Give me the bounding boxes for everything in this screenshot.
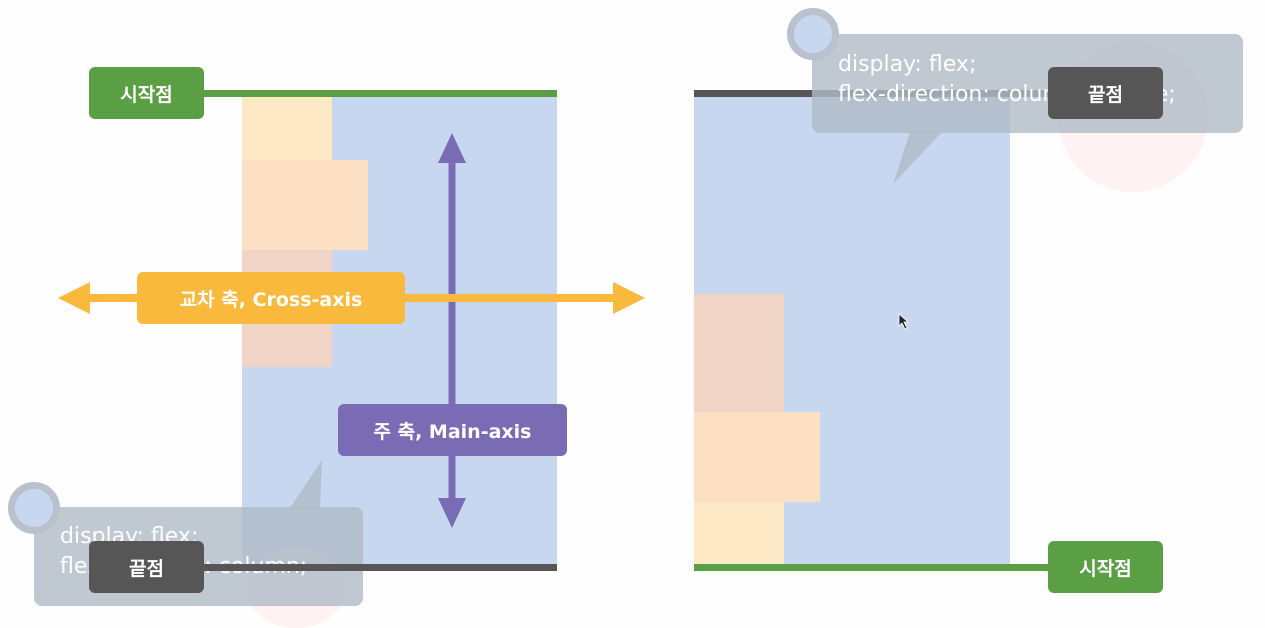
- right-code-line-2: flex-direction: column-reverse;: [838, 82, 1176, 107]
- right-code-line-1: display: flex;: [838, 52, 977, 77]
- cross-axis-label: 교차 축, Cross-axis: [137, 272, 405, 324]
- right-start-line: [694, 564, 1054, 571]
- left-end-label: 끝점: [89, 541, 204, 593]
- right-flex-item-1: [694, 502, 784, 566]
- main-axis-label: 주 축, Main-axis: [338, 404, 567, 456]
- left-end-line: [195, 564, 557, 571]
- left-code-bubble: display: flex; flex-direction: column;: [34, 507, 363, 606]
- right-start-label: 시작점: [1048, 541, 1163, 593]
- right-end-label: 끝점: [1048, 67, 1163, 119]
- left-flex-item-1: [242, 96, 332, 160]
- right-code-bubble: display: flex; flex-direction: column-re…: [812, 34, 1243, 133]
- right-flex-item-2: [694, 412, 820, 502]
- mouse-cursor-icon: [898, 313, 910, 330]
- left-avatar: [8, 482, 60, 534]
- left-flex-item-2: [242, 160, 368, 250]
- right-avatar: [787, 8, 839, 60]
- left-start-line: [198, 90, 557, 97]
- left-start-label: 시작점: [89, 67, 204, 119]
- right-flex-item-3: [694, 294, 784, 412]
